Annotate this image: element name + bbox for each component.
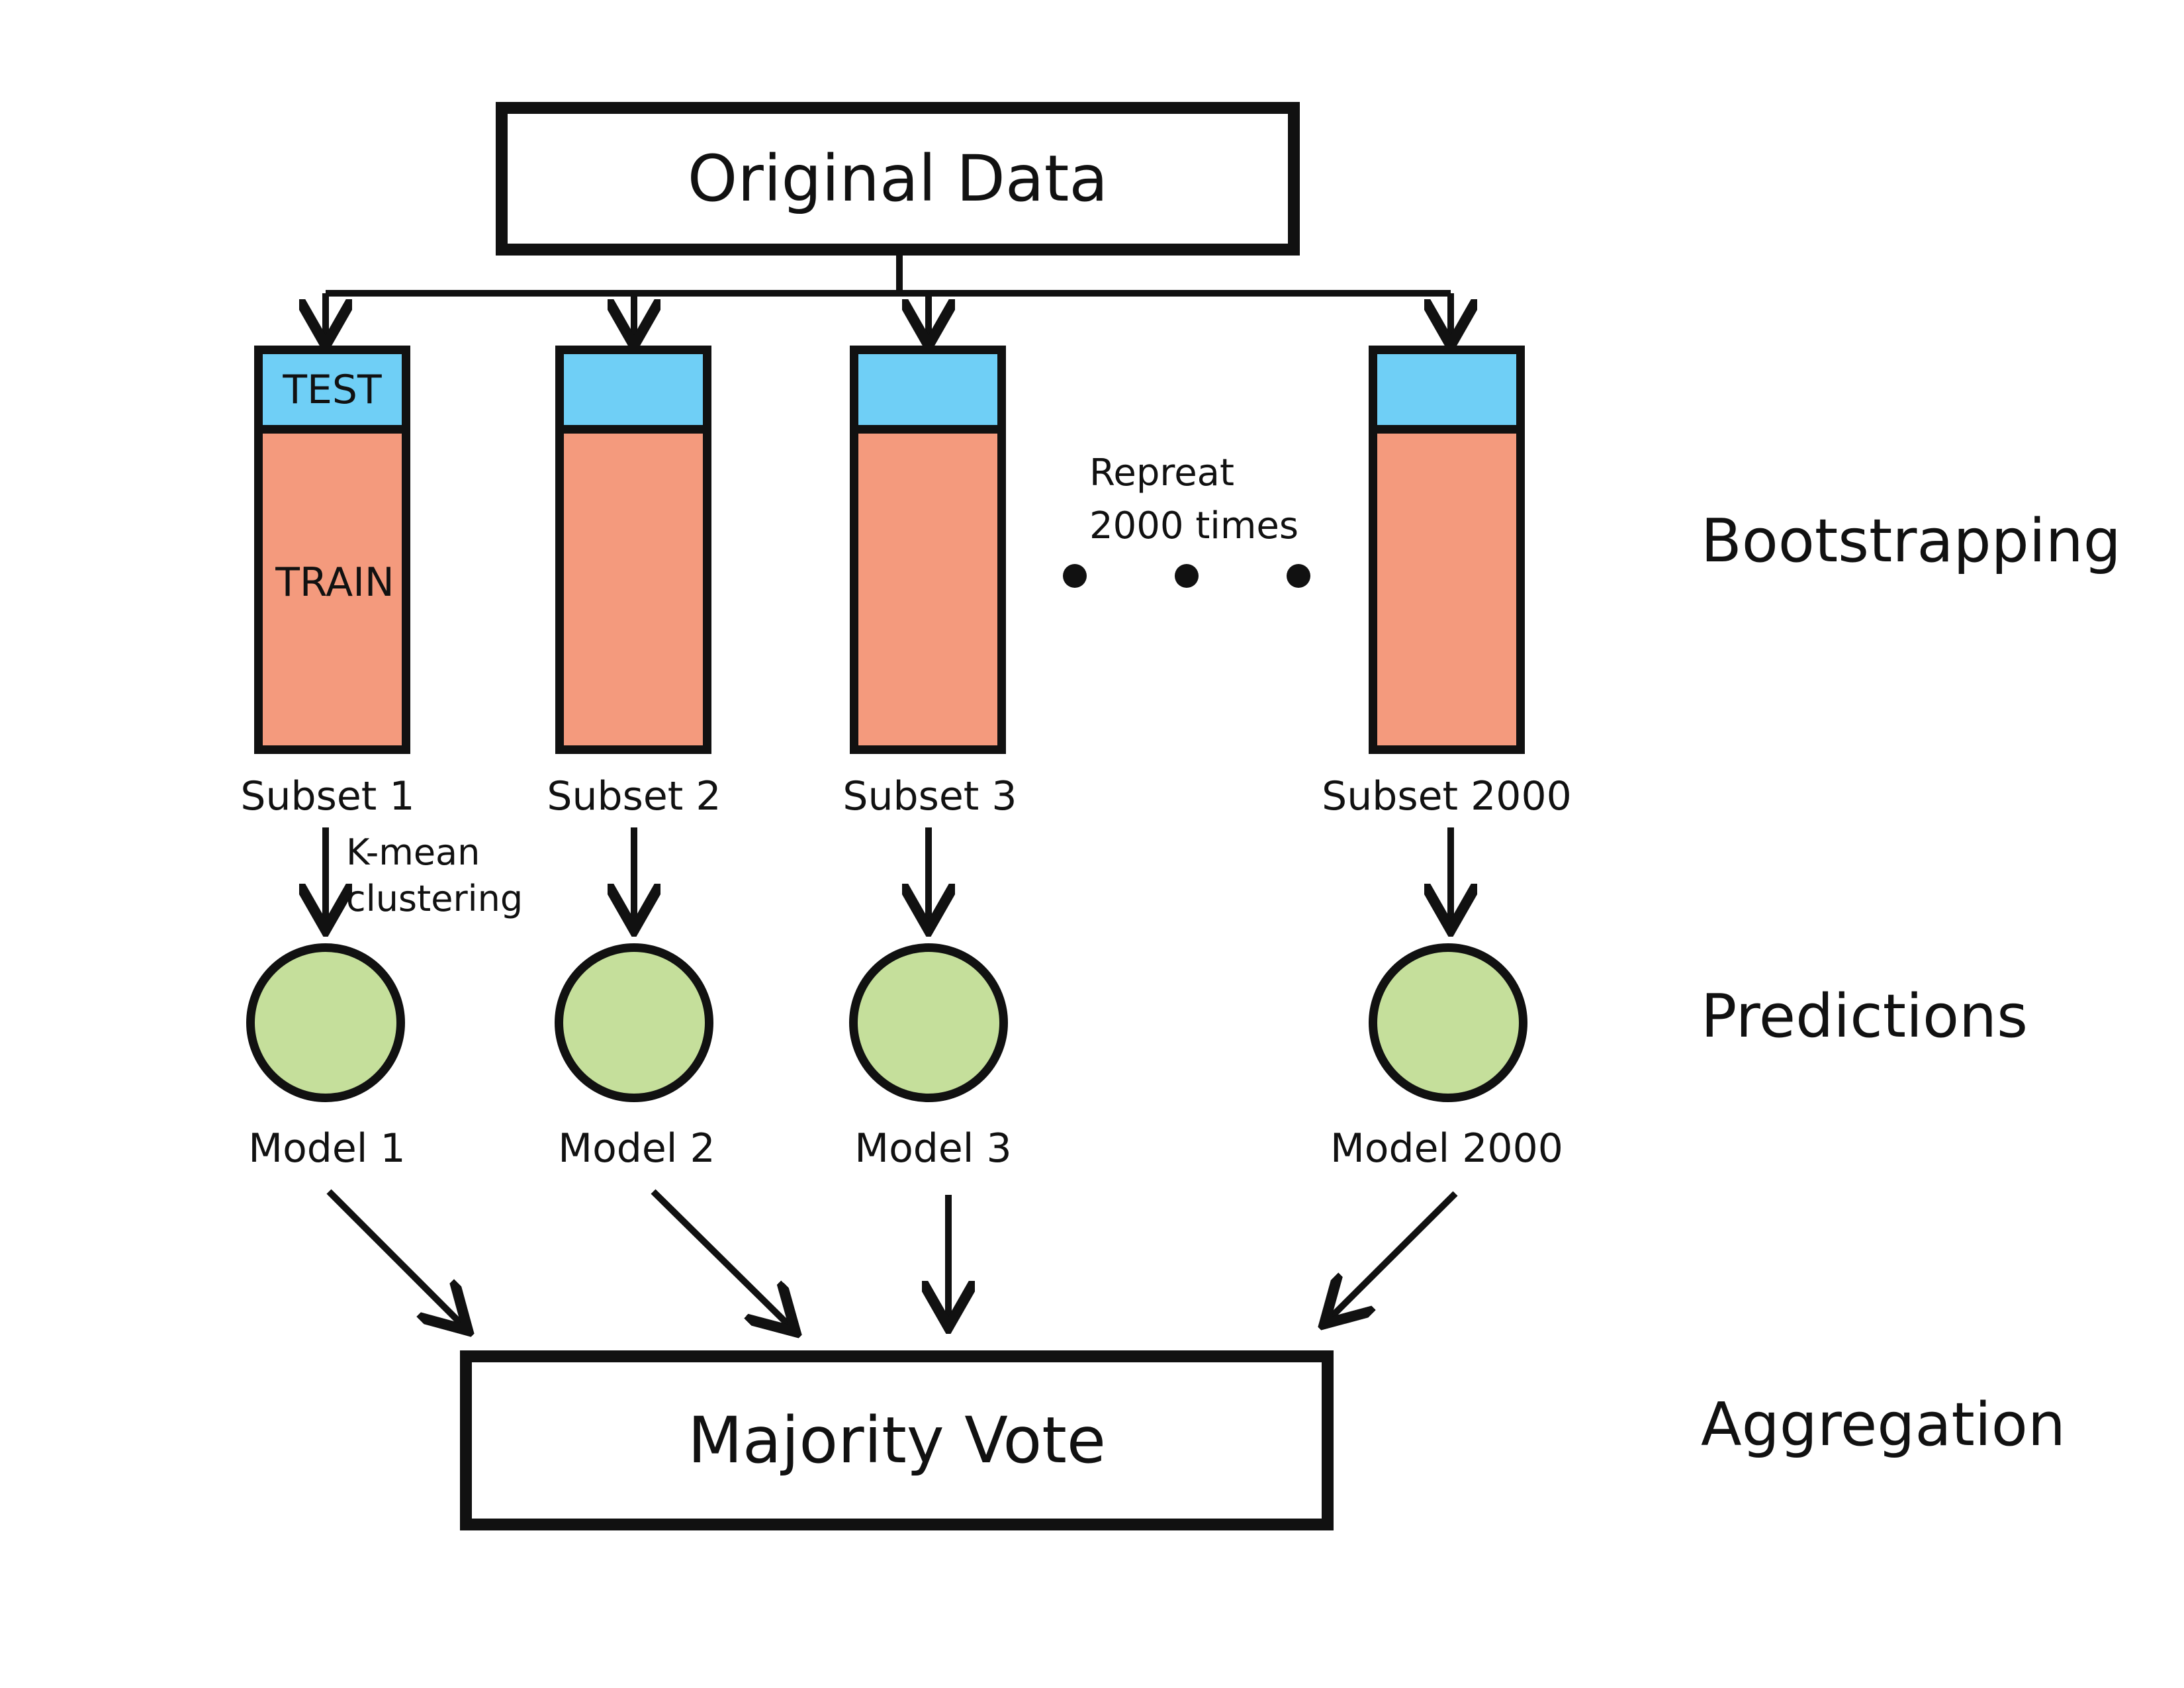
subset-2-label: Subset 2	[547, 773, 721, 820]
model-2000-label: Model 2000	[1330, 1125, 1563, 1172]
repeat-note-line-2: 2000 times	[1089, 504, 1299, 547]
subset-2-bar	[555, 346, 711, 754]
train-label: TRAIN	[275, 559, 394, 606]
ellipsis-dot-2	[1175, 564, 1199, 588]
model-2-node	[555, 943, 713, 1102]
majority-vote-label: Majority Vote	[688, 1403, 1106, 1477]
subset-1-label: Subset 1	[240, 773, 415, 820]
repeat-note: Repreat 2000 times	[1089, 447, 1298, 553]
stage-label-predictions: Predictions	[1701, 982, 2028, 1051]
clustering-note-line-1: K-mean	[346, 831, 480, 873]
model-3-node	[849, 943, 1008, 1102]
subset-2000-bar	[1369, 346, 1525, 754]
model-3-label: Model 3	[854, 1125, 1012, 1172]
subset-2000-test-segment	[1377, 354, 1516, 434]
subset-2000-label: Subset 2000	[1322, 773, 1572, 820]
ellipsis-dot-1	[1063, 564, 1087, 588]
stage-label-aggregation: Aggregation	[1701, 1390, 2066, 1460]
arrow-model-1-to-vote	[326, 1189, 463, 1326]
subset-3-bar	[850, 346, 1006, 754]
subset-1-test-segment: TEST	[263, 354, 402, 434]
model-2000-node	[1369, 943, 1527, 1102]
subset-2-test-segment	[564, 354, 703, 434]
arrow-model-2000-to-vote	[1329, 1191, 1458, 1319]
subset-3-test-segment	[858, 354, 997, 434]
repeat-note-line-1: Repreat	[1089, 451, 1234, 494]
clustering-note-line-2: clustering	[346, 878, 523, 919]
subset-1-bar: TEST TRAIN	[254, 346, 410, 754]
original-data-label: Original Data	[687, 142, 1109, 216]
model-2-label: Model 2	[558, 1125, 715, 1172]
arrow-model-2-to-vote	[651, 1189, 791, 1327]
majority-vote-box: Majority Vote	[460, 1350, 1334, 1530]
ellipsis-dot-3	[1287, 564, 1310, 588]
model-1-node	[246, 943, 405, 1102]
model-1-label: Model 1	[248, 1125, 406, 1172]
stage-label-bootstrapping: Bootstrapping	[1701, 506, 2121, 576]
test-label: TEST	[283, 366, 382, 413]
clustering-note: K-mean clustering	[346, 829, 523, 922]
subset-3-label: Subset 3	[842, 773, 1017, 820]
original-data-box: Original Data	[496, 102, 1300, 256]
